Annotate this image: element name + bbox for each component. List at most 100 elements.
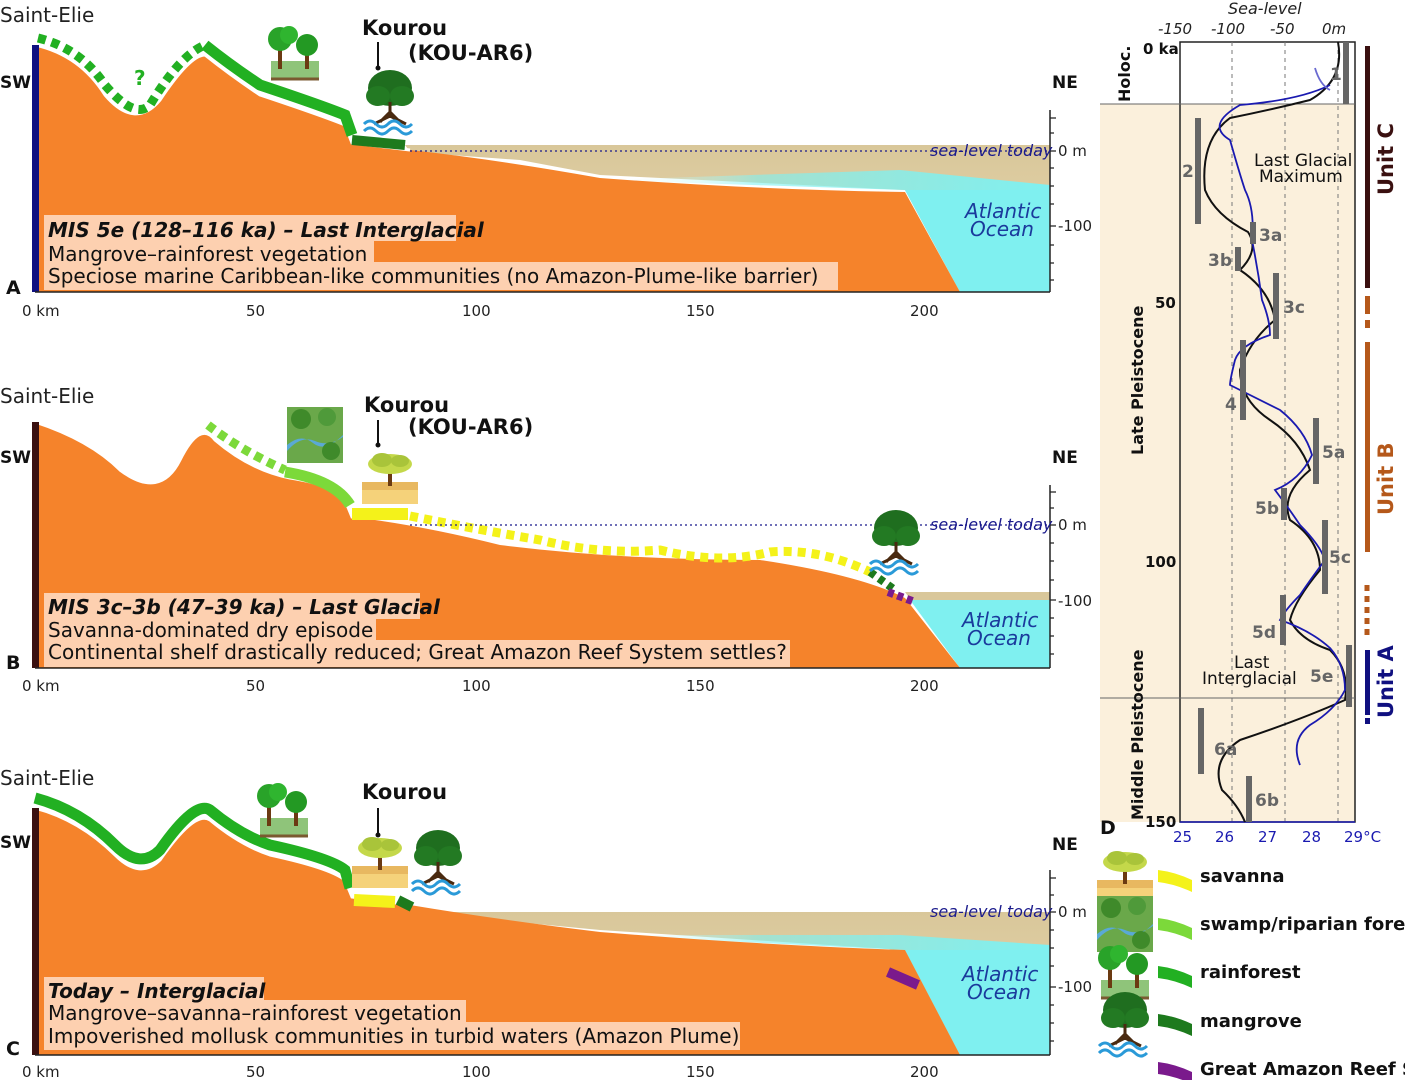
legend-savanna-label: savanna bbox=[1200, 866, 1285, 887]
ocean-b bbox=[910, 600, 1050, 668]
x-tick-b-100: 100 bbox=[462, 677, 491, 695]
savanna-icon-b bbox=[362, 453, 418, 504]
caption-line3-c: Impoverished mollusk communities in turb… bbox=[48, 1024, 739, 1048]
sea-tick-m100: -100 bbox=[1211, 20, 1245, 38]
legend: savanna swamp/riparian forest rainforest… bbox=[1096, 851, 1405, 1080]
x-tick-c-150: 150 bbox=[686, 1063, 715, 1080]
reef-dashed-b bbox=[886, 588, 917, 606]
ocean-label-b-1: Atlantic bbox=[960, 608, 1038, 632]
epoch-holocene: Holoc. bbox=[1115, 46, 1134, 102]
age-tick-100: 100 bbox=[1145, 553, 1176, 571]
age-tick-150: 150 bbox=[1145, 813, 1176, 831]
legend-savanna-icon bbox=[1097, 851, 1153, 902]
lgm-label-1: Last Glacial bbox=[1254, 151, 1352, 171]
x-ticks-a: 0 km 50 100 150 200 bbox=[22, 302, 939, 320]
sea-level-label-c: sea-level today bbox=[930, 902, 1053, 921]
x-tick-c-0: 0 km bbox=[22, 1063, 60, 1080]
caption-line2-c: Mangrove–savanna–rainforest vegetation bbox=[48, 1001, 462, 1025]
savanna-band-c bbox=[353, 894, 396, 908]
caption-title-b: MIS 3c–3b (47–39 ka) – Last Glacial bbox=[48, 595, 441, 619]
ne-label-c: NE bbox=[1052, 835, 1078, 855]
x-tick-a-0: 0 km bbox=[22, 302, 60, 320]
panel-letter-b: B bbox=[6, 652, 20, 674]
x-tick-c-200: 200 bbox=[910, 1063, 939, 1080]
sea-tick-m150: -150 bbox=[1158, 20, 1192, 38]
x-ticks-c: 0 km 50 100 150 200 bbox=[22, 1063, 939, 1080]
x-tick-b-200: 200 bbox=[910, 677, 939, 695]
swamp-band-b bbox=[284, 466, 355, 509]
sw-label-b: SW bbox=[0, 448, 31, 468]
mangrove-icon-c bbox=[410, 828, 464, 896]
mis-1: 1 bbox=[1330, 65, 1342, 85]
unit-c-label: Unit C bbox=[1374, 123, 1398, 195]
legend-reef-label: Great Amazon Reef System bbox=[1200, 1059, 1405, 1080]
legend-mangrove-icon bbox=[1097, 990, 1151, 1058]
rainforest-dashed-a bbox=[36, 33, 207, 114]
temp-tick-25: 25 bbox=[1173, 828, 1192, 846]
ocean-label-c-1: Atlantic bbox=[960, 962, 1038, 986]
panel-d bbox=[1100, 41, 1370, 823]
savanna-dashed-b bbox=[409, 511, 872, 577]
mis-labels: 1 2 3a 3b 3c 4 5a 5b 5c 5d 5e 6a 6b bbox=[1182, 65, 1351, 811]
mangrove-band-a bbox=[351, 135, 406, 150]
x-tick-a-50: 50 bbox=[246, 302, 265, 320]
reef-band-c bbox=[886, 967, 920, 990]
mis-6b: 6b bbox=[1255, 791, 1279, 811]
mangrove-icon-b bbox=[868, 508, 922, 576]
caption-title-a: MIS 5e (128–116 ka) – Last Interglacial bbox=[48, 218, 485, 242]
sw-label-a: SW bbox=[0, 73, 31, 93]
y-tick-b-100: -100 bbox=[1058, 592, 1092, 610]
x-tick-c-50: 50 bbox=[246, 1063, 265, 1080]
mis-5a: 5a bbox=[1322, 443, 1345, 463]
caption-line3-a: Speciose marine Caribbean-like communiti… bbox=[48, 264, 819, 288]
land-c bbox=[35, 808, 960, 1055]
x-tick-a-200: 200 bbox=[910, 302, 939, 320]
legend-rainforest-label: rainforest bbox=[1200, 962, 1301, 983]
unit-bar-b bbox=[32, 422, 39, 668]
rainforest-band-c bbox=[33, 792, 356, 890]
sea-level-title: Sea-level bbox=[1228, 0, 1302, 18]
x-ticks-b: 0 km 50 100 150 200 bbox=[22, 677, 939, 695]
question-mark-a: ? bbox=[134, 66, 146, 90]
epoch-late-pleistocene: Late Pleistocene bbox=[1128, 306, 1147, 456]
y-tick-a-0: 0 m bbox=[1058, 142, 1087, 160]
ocean-c bbox=[905, 950, 1050, 1055]
y-tick-c-0: 0 m bbox=[1058, 903, 1087, 921]
mis-3b: 3b bbox=[1208, 251, 1232, 271]
legend-mangrove-swatch bbox=[1158, 1014, 1192, 1036]
caption-line2-a: Mangrove–rainforest vegetation bbox=[48, 242, 367, 266]
savanna-icon-c bbox=[352, 837, 408, 888]
caption-title-c: Today – Interglacial bbox=[48, 979, 267, 1003]
ne-label-a: NE bbox=[1052, 73, 1078, 93]
legend-swamp-swatch bbox=[1158, 918, 1192, 940]
town-b: Kourou bbox=[364, 393, 449, 417]
mis-5e: 5e bbox=[1310, 667, 1333, 687]
swamp-dashed-b bbox=[205, 421, 287, 475]
rainforest-icon-c bbox=[255, 781, 310, 838]
mis-3a: 3a bbox=[1259, 226, 1282, 246]
panel-c bbox=[32, 792, 1051, 1056]
panel-letter-a: A bbox=[6, 277, 21, 299]
ocean-label-a-2: Ocean bbox=[970, 217, 1034, 241]
x-tick-b-150: 150 bbox=[686, 677, 715, 695]
legend-rainforest-swatch bbox=[1158, 966, 1192, 988]
temperature-curve bbox=[1218, 84, 1346, 766]
age-tick-0: 0 ka bbox=[1143, 40, 1179, 58]
panel-letter-d: D bbox=[1100, 817, 1116, 839]
mangrove-dashed-b bbox=[867, 568, 898, 594]
epoch-middle-pleistocene: Middle Pleistocene bbox=[1128, 649, 1147, 820]
temp-ticks: 25 26 27 28 29°C bbox=[1173, 828, 1381, 846]
sea-level-label-a: sea-level today bbox=[930, 141, 1053, 160]
x-tick-b-50: 50 bbox=[246, 677, 265, 695]
li-label-1: Last bbox=[1234, 653, 1270, 673]
legend-rainforest-icon bbox=[1096, 943, 1151, 1000]
temp-tick-27: 27 bbox=[1258, 828, 1277, 846]
temp-tick-26: 26 bbox=[1215, 828, 1234, 846]
x-axis-ticks: 0 km 50 100 150 200 0 km 50 100 150 200 … bbox=[22, 302, 939, 1080]
y-tick-b-0: 0 m bbox=[1058, 516, 1087, 534]
mangrove-band-c bbox=[395, 895, 415, 912]
legend-swamp-label: swamp/riparian forest bbox=[1200, 914, 1405, 935]
ocean-a bbox=[905, 190, 1050, 292]
sea-tick-m50: -50 bbox=[1270, 20, 1295, 38]
